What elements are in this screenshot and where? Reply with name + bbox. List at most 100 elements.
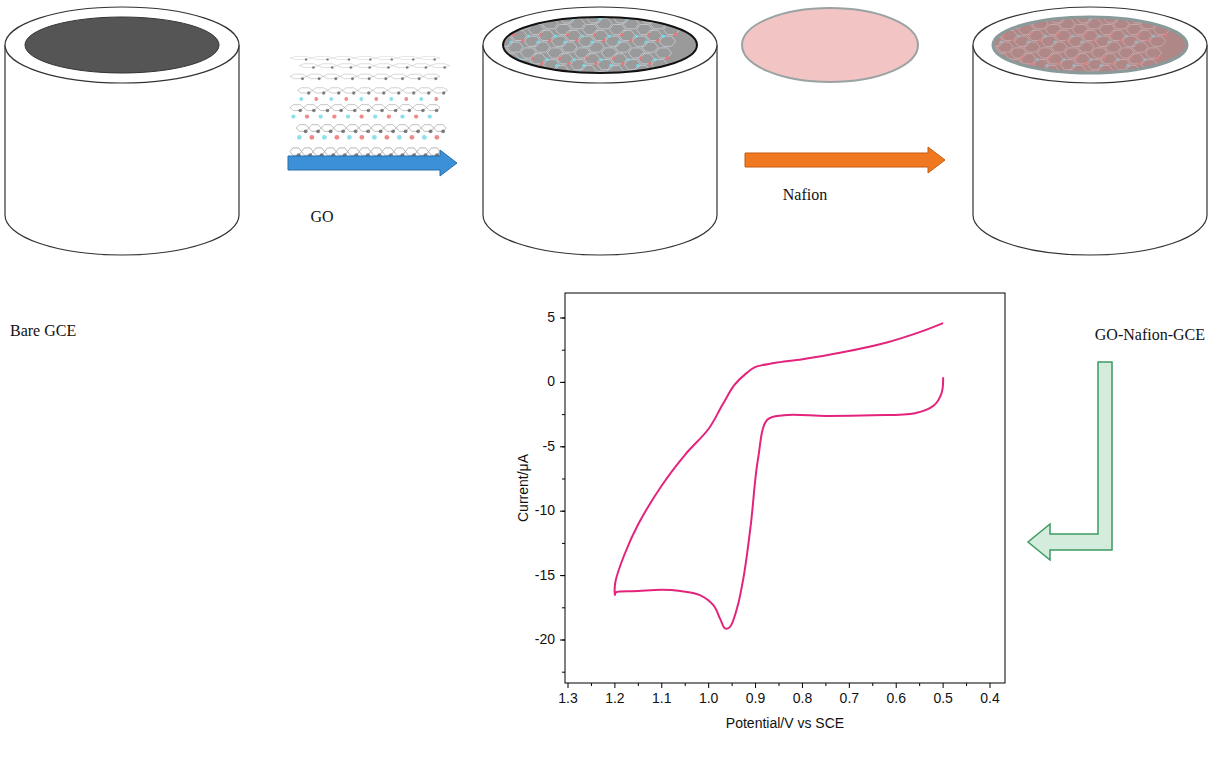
step-label: Nafion bbox=[783, 186, 827, 204]
minor-tick bbox=[562, 446, 565, 447]
functional-group bbox=[359, 114, 363, 118]
tick bbox=[614, 683, 615, 688]
tick bbox=[990, 683, 991, 688]
lattice-bond bbox=[574, 48, 590, 58]
oxygen-atom bbox=[496, 80, 500, 84]
tick bbox=[560, 511, 565, 512]
carbon-atom bbox=[425, 66, 428, 69]
lattice-bond bbox=[546, 7, 562, 17]
functional-group bbox=[299, 97, 303, 101]
oxygen-atom bbox=[992, 15, 996, 19]
graphene-oxide-sheet bbox=[290, 56, 449, 163]
lattice-bond bbox=[480, 42, 496, 52]
functional-group bbox=[419, 97, 423, 101]
carbon-atom bbox=[443, 66, 446, 69]
tick bbox=[896, 683, 897, 688]
tick-label: 1.3 bbox=[558, 691, 577, 706]
hydrogen-atom bbox=[980, 17, 983, 20]
functional-group bbox=[397, 135, 402, 140]
hydrogen-atom bbox=[500, 35, 503, 38]
functional-group bbox=[387, 114, 391, 118]
hydrogen-atom bbox=[562, 11, 565, 14]
carbon-atom bbox=[312, 109, 316, 113]
hydrogen-atom bbox=[555, 64, 558, 67]
carbon-atom bbox=[434, 77, 437, 80]
lattice-bond bbox=[654, 7, 670, 17]
hydrogen-atom bbox=[508, 11, 511, 14]
hydrogen-atom bbox=[590, 40, 593, 43]
minor-tick bbox=[966, 683, 967, 686]
hydrogen-atom bbox=[501, 64, 504, 67]
lattice-bond bbox=[547, 48, 563, 58]
functional-group bbox=[434, 97, 438, 101]
carbon-atom bbox=[412, 58, 414, 60]
lattice-bond bbox=[561, 42, 577, 52]
sheet-bond bbox=[397, 56, 418, 59]
functional-group bbox=[309, 135, 314, 140]
plot-frame bbox=[565, 293, 1005, 683]
lattice-bond bbox=[569, 19, 585, 29]
lattice-bond bbox=[582, 24, 598, 34]
lattice-bond bbox=[524, 36, 540, 46]
sheet-bond bbox=[358, 88, 373, 93]
minor-tick bbox=[562, 382, 565, 383]
lattice-bond bbox=[615, 42, 631, 52]
lattice-bond bbox=[667, 13, 683, 23]
lattice-bond bbox=[520, 48, 536, 58]
hydrogen-atom bbox=[991, 64, 994, 67]
hydrogen-atom bbox=[535, 11, 538, 14]
oxygen-atom bbox=[631, 80, 635, 84]
carbon-atom bbox=[387, 66, 390, 69]
carbon-atom bbox=[379, 129, 383, 133]
carbon-atom bbox=[435, 109, 439, 113]
sheet-bond bbox=[323, 74, 340, 78]
carbon-atom bbox=[397, 91, 400, 94]
lattice-bond bbox=[638, 54, 654, 64]
sheet-bond bbox=[374, 64, 393, 68]
hydrogen-atom bbox=[662, 35, 665, 38]
carbon-atom bbox=[442, 91, 445, 94]
hydrogen-atom bbox=[617, 40, 620, 43]
tick-label: 0.9 bbox=[746, 691, 765, 706]
lattice-bond bbox=[619, 30, 635, 40]
minor-tick bbox=[562, 350, 565, 351]
functional-group bbox=[389, 97, 393, 101]
carbon-atom bbox=[341, 129, 345, 133]
functional-group bbox=[329, 97, 333, 101]
hydrogen-atom bbox=[490, 17, 493, 20]
lattice-bond bbox=[485, 71, 501, 81]
oxygen-atom bbox=[658, 80, 662, 84]
lattice-bond bbox=[555, 24, 571, 34]
lattice-bond bbox=[565, 30, 581, 40]
functional-group bbox=[400, 114, 404, 118]
lattice-bond bbox=[472, 65, 488, 75]
hydrogen-atom bbox=[644, 40, 647, 43]
minor-tick bbox=[562, 414, 565, 415]
oxygen-atom bbox=[984, 39, 988, 43]
minor-tick bbox=[825, 683, 826, 686]
tick-label: 5 bbox=[547, 310, 555, 325]
cv-curve bbox=[615, 323, 944, 628]
tick bbox=[560, 640, 565, 641]
hydrogen-atom bbox=[652, 17, 655, 20]
lattice-bond bbox=[1036, 7, 1052, 17]
lattice-bond bbox=[655, 48, 671, 58]
functional-group bbox=[428, 114, 432, 118]
sheet-bond bbox=[412, 64, 431, 68]
carbon-atom bbox=[322, 91, 325, 94]
lattice-bond bbox=[978, 19, 994, 29]
carbon-atom bbox=[307, 91, 310, 94]
functional-group bbox=[347, 135, 352, 140]
hydrogen-atom bbox=[554, 35, 557, 38]
lattice-bond bbox=[989, 65, 1005, 75]
functional-group bbox=[414, 114, 418, 118]
lattice-bond bbox=[588, 42, 604, 52]
oxygen-atom bbox=[976, 62, 980, 66]
hydrogen-atom bbox=[1007, 17, 1010, 20]
hydrogen-atom bbox=[609, 64, 612, 67]
sheet-bond bbox=[357, 74, 374, 78]
carbon-atom bbox=[384, 77, 387, 80]
hydrogen-atom bbox=[964, 64, 967, 67]
sheet-bond bbox=[376, 56, 397, 59]
minor-tick bbox=[732, 683, 733, 686]
